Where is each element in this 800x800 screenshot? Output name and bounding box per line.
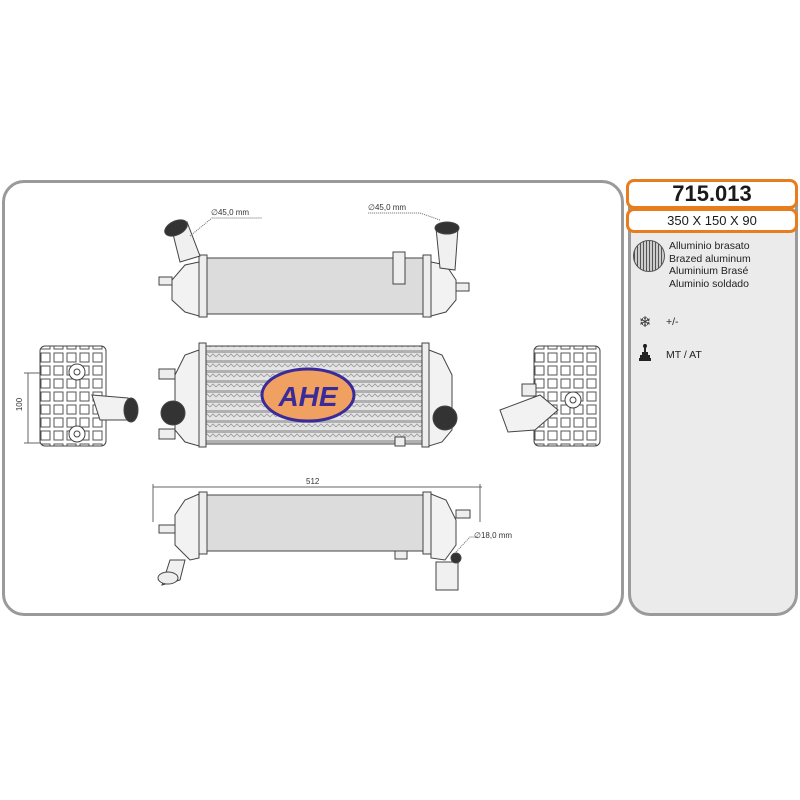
brazed-core-icon [633, 240, 665, 272]
spec-ac: ❄ +/- [636, 313, 679, 331]
bottom-view [157, 491, 471, 591]
material-info: Alluminio brasato Brazed aluminum Alumin… [633, 240, 751, 290]
inlet-diameter-left: ∅45,0 mm [211, 208, 250, 217]
gear-shift-icon [636, 344, 654, 366]
top-view [158, 219, 470, 318]
right-side-view [499, 345, 601, 447]
spec-transmission-label: MT / AT [666, 349, 702, 361]
length-dimension: 512 [306, 477, 320, 486]
spec-transmission: MT / AT [636, 344, 702, 366]
logo-text: AHE [277, 381, 338, 412]
inlet-diameter-right: ∅45,0 mm [368, 203, 407, 212]
sensor-diameter: ∅18,0 mm [474, 531, 513, 540]
material-es: Aluminio soldado [669, 277, 749, 290]
left-side-view [39, 345, 139, 447]
product-dimensions: 350 X 150 X 90 [626, 208, 798, 233]
height-dimension: 100 [15, 397, 25, 412]
material-fr: Aluminium Brasé [669, 265, 749, 277]
product-code: 715.013 [626, 179, 798, 209]
snowflake-icon: ❄ [638, 314, 652, 331]
spec-ac-label: +/- [666, 316, 679, 328]
material-it: Alluminio brasato [669, 240, 750, 252]
material-en: Brazed aluminum [669, 252, 751, 265]
ahe-logo: AHE [260, 367, 356, 423]
